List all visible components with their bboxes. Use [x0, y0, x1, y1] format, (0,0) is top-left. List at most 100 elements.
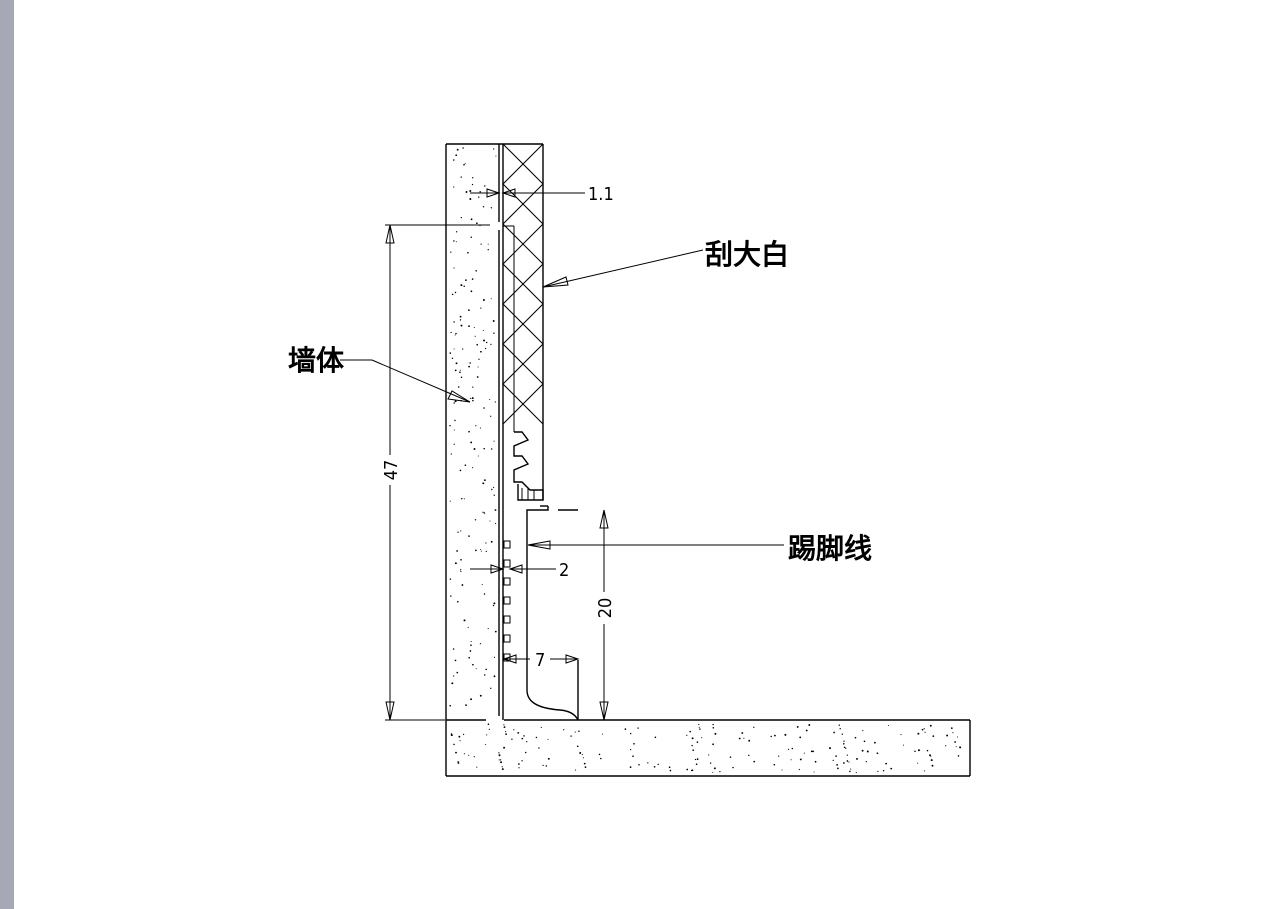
stipple-dot	[526, 741, 528, 743]
stipple-dot	[489, 520, 491, 522]
stipple-dot	[957, 736, 959, 738]
stipple-dot	[471, 397, 474, 400]
stipple-dot	[691, 737, 694, 740]
stipple-dot	[849, 770, 851, 773]
stipple-dot	[493, 675, 496, 678]
stipple-dot	[484, 185, 486, 187]
stipple-dot	[455, 362, 458, 365]
stipple-dot	[475, 549, 477, 552]
stipple-dot	[503, 724, 505, 726]
stipple-dot	[471, 278, 474, 280]
stipple-dot	[932, 735, 935, 737]
stipple-dot	[808, 724, 811, 726]
stipple-dot	[890, 767, 893, 770]
stipple-dot	[470, 218, 473, 221]
stipple-dot	[874, 741, 876, 744]
stipple-dot	[929, 754, 931, 757]
stipple-dot	[493, 332, 495, 334]
stipple-dot	[799, 758, 802, 761]
stipple-dot	[479, 694, 482, 697]
stipple-dot	[629, 766, 632, 768]
stipple-dot	[690, 769, 693, 772]
stipple-dot	[468, 535, 470, 537]
stipple-dot	[487, 723, 490, 725]
stipple-dot	[451, 293, 454, 296]
stipple-dot	[829, 747, 831, 750]
baseboard-label: 踢脚线	[788, 532, 872, 565]
stipple-dot	[732, 766, 734, 769]
stipple-dot	[472, 177, 474, 179]
stipple-dot	[796, 725, 799, 728]
stipple-dot	[630, 732, 632, 735]
stipple-dot	[465, 704, 467, 707]
stipple-dot	[692, 749, 695, 752]
stipple-dot	[668, 766, 671, 768]
stipple-dot	[455, 332, 457, 335]
stipple-dot	[454, 659, 457, 662]
putty-layer	[502, 143, 544, 720]
stipple-dot	[470, 397, 472, 400]
stipple-dot	[495, 522, 497, 525]
stipple-dot	[465, 279, 467, 281]
stipple-dot	[517, 732, 520, 734]
stipple-dot	[481, 583, 483, 586]
stipple-dot	[470, 441, 473, 444]
stipple-dot	[482, 482, 485, 485]
stipple-dot	[451, 357, 454, 360]
stipple-dot	[453, 443, 455, 445]
stipple-dot	[570, 735, 572, 737]
stipple-dot	[483, 512, 486, 514]
stipple-dot	[602, 733, 603, 735]
stipple-dot	[486, 341, 488, 344]
stipple-dot	[460, 569, 462, 571]
stipple-dot	[492, 320, 495, 322]
stipple-dot	[450, 595, 452, 597]
stipple-dot	[500, 761, 503, 764]
stipple-dot	[459, 319, 462, 321]
stipple-dot	[493, 494, 495, 496]
stipple-dot	[841, 733, 843, 735]
stipple-dot	[876, 752, 879, 755]
stipple-dot	[487, 249, 489, 251]
stipple-dot	[914, 750, 916, 752]
stipple-dot	[473, 756, 475, 758]
stipple-dot	[479, 427, 481, 429]
stipple-dot	[521, 737, 524, 740]
dimension-total-height: 47	[381, 224, 490, 721]
stipple-dot	[854, 736, 857, 739]
stipple-dot	[713, 767, 716, 770]
stipple-dot	[490, 448, 493, 450]
stipple-dot	[657, 763, 659, 766]
wall-section	[445, 143, 503, 776]
window-edge-bar	[0, 0, 14, 909]
stipple-dot	[450, 734, 453, 737]
stipple-dot	[803, 752, 805, 754]
stipple-dot	[695, 763, 698, 765]
stipple-dot	[743, 737, 745, 739]
wall-label: 墙体	[288, 344, 345, 377]
stipple-dot	[487, 628, 489, 630]
leader-wall: 墙体	[288, 344, 471, 403]
stipple-dot	[483, 674, 486, 676]
stipple-dot	[689, 730, 691, 733]
stipple-dot	[472, 386, 474, 388]
stipple-dot	[885, 762, 887, 765]
stipple-dot	[454, 291, 457, 294]
stipple-dot	[698, 723, 700, 726]
stipple-dot	[453, 240, 455, 242]
stipple-dot	[866, 750, 869, 753]
stipple-dot	[923, 728, 925, 730]
stipple-dot	[843, 740, 845, 742]
stipple-dot	[464, 464, 467, 466]
dimension-7-label: 7	[535, 650, 545, 671]
stipple-dot	[708, 754, 710, 756]
stipple-dot	[513, 729, 515, 731]
stipple-dot	[503, 746, 506, 749]
stipple-dot	[748, 754, 750, 757]
stipple-dot	[503, 726, 506, 729]
stipple-dot	[468, 656, 470, 659]
stipple-dot	[460, 176, 462, 178]
stipple-dot	[449, 352, 452, 354]
stipple-dot	[459, 315, 462, 318]
